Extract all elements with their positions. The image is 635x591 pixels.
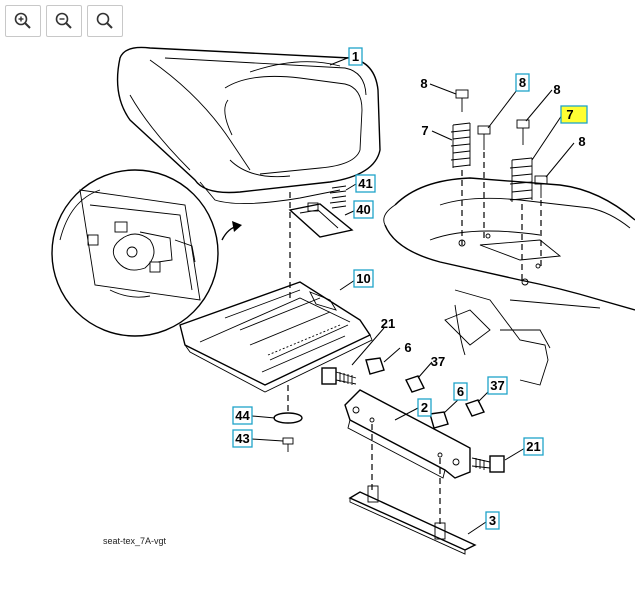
seat-pan-part[interactable] <box>179 281 373 393</box>
nut-6-right-part[interactable] <box>429 411 449 429</box>
magnifier-icon <box>96 12 113 29</box>
svg-text:43: 43 <box>235 431 249 446</box>
zoom-out-icon <box>55 12 72 29</box>
base-plate-part[interactable] <box>348 485 477 555</box>
tractor-frame <box>383 177 635 386</box>
zoom-in-icon <box>14 12 31 29</box>
callout-nut-37-left[interactable]: 37 <box>431 354 445 369</box>
callout-bolt-8-c[interactable]: 8 <box>553 82 560 97</box>
svg-text:10: 10 <box>356 271 370 286</box>
washer-44-part[interactable] <box>273 412 303 424</box>
nut-6-left-part[interactable] <box>365 357 385 375</box>
callout-nut-6-left[interactable]: 6 <box>404 340 411 355</box>
spring-right-part[interactable] <box>509 157 533 202</box>
nut-37-left-part[interactable] <box>405 375 425 393</box>
callout-bolt-21-right[interactable]: 21 <box>523 437 544 456</box>
callout-bolt-8-a[interactable]: 8 <box>420 76 427 91</box>
callout-nut-37-right[interactable]: 37 <box>487 376 508 395</box>
switch-clip-part[interactable] <box>288 202 354 238</box>
callout-small-spring[interactable]: 41 <box>355 174 376 193</box>
zoom-out-button[interactable] <box>46 5 82 37</box>
svg-text:44: 44 <box>235 408 250 423</box>
seat-drawing[interactable] <box>116 46 381 204</box>
zoom-in-button[interactable] <box>5 5 41 37</box>
svg-text:37: 37 <box>490 378 504 393</box>
callout-nut-6-right[interactable]: 6 <box>453 382 468 401</box>
callout-washer-44[interactable]: 44 <box>232 406 253 425</box>
screw-43-part[interactable] <box>282 437 294 452</box>
callout-screw-43[interactable]: 43 <box>232 429 253 448</box>
svg-text:40: 40 <box>356 202 370 217</box>
detail-inset <box>51 169 219 337</box>
zoom-toolbar <box>5 5 123 37</box>
zoom-reset-button[interactable] <box>87 5 123 37</box>
svg-text:2: 2 <box>421 400 428 415</box>
callout-bolt-8-d[interactable]: 8 <box>578 134 585 149</box>
spring-left-part[interactable] <box>450 122 471 168</box>
leader-lines <box>251 56 575 535</box>
svg-text:6: 6 <box>457 384 464 399</box>
svg-text:8: 8 <box>519 75 526 90</box>
callout-base-plate[interactable]: 3 <box>485 511 500 530</box>
nut-37-right-part[interactable] <box>465 399 485 417</box>
bolt-21-left-part[interactable] <box>321 367 357 385</box>
bolt-21-right-part[interactable] <box>471 455 505 473</box>
svg-text:21: 21 <box>526 439 540 454</box>
bracket-part[interactable] <box>344 389 471 479</box>
svg-text:3: 3 <box>489 513 496 528</box>
callout-spring-7-right[interactable]: 7 <box>560 105 588 124</box>
callout-bolt-21-left[interactable]: 21 <box>381 316 395 331</box>
diagram-caption: seat-tex_7A-vgt <box>103 536 167 546</box>
callout-spring-7-left[interactable]: 7 <box>421 123 428 138</box>
detail-arrow-head <box>232 221 242 232</box>
svg-text:41: 41 <box>358 176 372 191</box>
callout-bracket[interactable]: 2 <box>417 398 432 417</box>
callout-seat-pan[interactable]: 10 <box>353 269 374 288</box>
small-spring-part[interactable] <box>329 185 347 209</box>
callout-seat[interactable]: 1 <box>348 47 363 66</box>
callout-bolt-8-b[interactable]: 8 <box>515 73 530 92</box>
svg-text:1: 1 <box>352 49 359 64</box>
svg-text:7: 7 <box>566 107 573 122</box>
callout-switch-clip[interactable]: 40 <box>353 200 374 219</box>
